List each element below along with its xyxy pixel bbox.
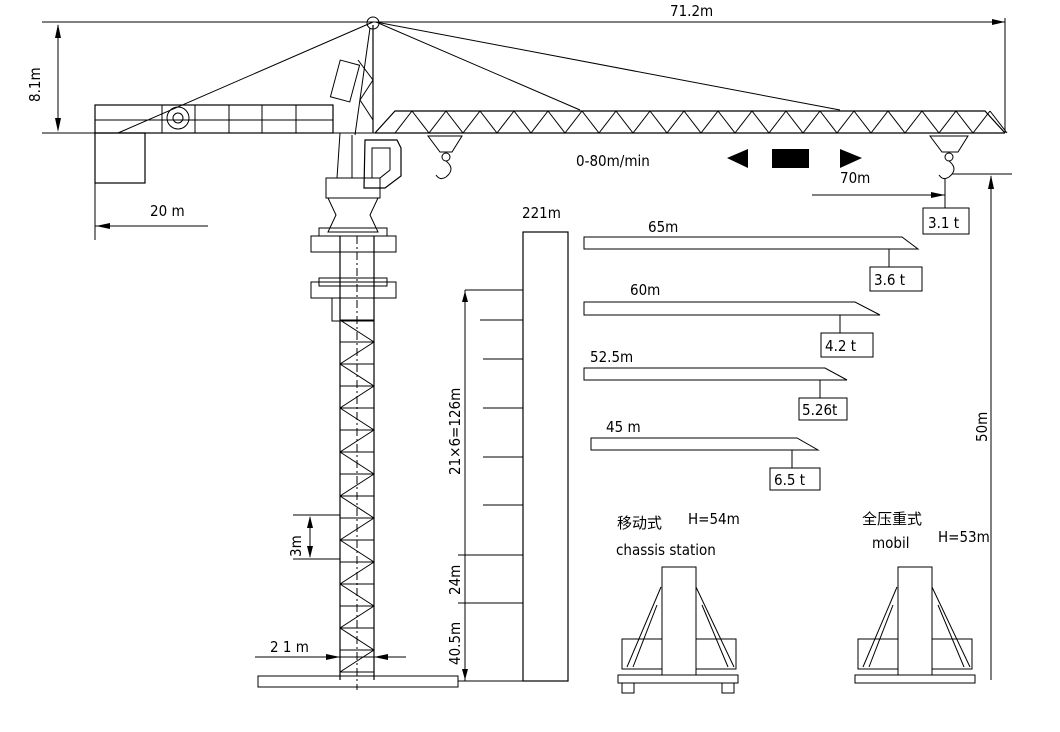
height-dimension [458, 231, 569, 682]
middle-section-label: 24m [446, 565, 464, 595]
truss-member [938, 110, 957, 134]
mast-section-label: 3m [287, 535, 305, 557]
truss-member [955, 110, 974, 134]
truss-member [853, 110, 872, 134]
truss-member [921, 110, 940, 134]
truss-member [339, 495, 375, 519]
truss-member [581, 110, 600, 134]
truss-member [870, 110, 889, 134]
trolley-speed-label: 0-80m/min [576, 152, 650, 170]
radius-65m: 65m [648, 218, 678, 236]
ballast-base [854, 566, 976, 684]
truss-member [339, 605, 375, 629]
base2-height: H=53m [938, 528, 990, 546]
truss-member [989, 110, 1008, 134]
base1-name-en: chassis station [616, 541, 716, 559]
base2-name-en: mobil [872, 534, 909, 552]
truss-member [339, 473, 375, 497]
truss-member [339, 451, 375, 475]
truss-member [615, 110, 634, 134]
truss-member [428, 110, 447, 134]
truss-member [445, 110, 464, 134]
mast-section-dimension [293, 514, 340, 560]
truss-member [339, 539, 375, 563]
radius-45m: 45 m [606, 418, 641, 436]
truss-member [339, 649, 375, 673]
head-height-label: 8.1m [26, 67, 44, 102]
radius-52-5m: 52.5m [590, 348, 633, 366]
radius-60m: 60m [630, 281, 660, 299]
truss-member [339, 319, 375, 343]
total-length-label: 71.2m [670, 2, 713, 20]
arrow-left-icon [727, 149, 748, 168]
foundation-slab [257, 675, 459, 688]
truss-member [649, 110, 668, 134]
truss-member [530, 110, 549, 134]
truss-member [462, 110, 481, 134]
load-70m: 3.1 t [928, 214, 959, 232]
truss-member [564, 110, 583, 134]
truss-member [547, 110, 566, 134]
truss-member [717, 110, 736, 134]
hook-height-label: 50m [973, 412, 991, 442]
base2-name-cn: 全压重式 [862, 510, 922, 528]
truss-member [734, 110, 753, 134]
trolley-icon [772, 149, 809, 168]
truss-member [339, 561, 375, 585]
truss-member [496, 110, 515, 134]
slewing-section [310, 132, 402, 322]
truss-member [802, 110, 821, 134]
truss-member [513, 110, 532, 134]
counter-jib-label: 20 m [150, 202, 185, 220]
upper-sections-label: 21×6=126m [446, 388, 464, 475]
reference-lines [42, 18, 1006, 134]
truss-member [339, 407, 375, 431]
truss-member [632, 110, 651, 134]
truss-member [751, 110, 770, 134]
truss-member [411, 110, 430, 134]
truss-member [598, 110, 617, 134]
trolley-hooks [427, 135, 969, 180]
load-chart: 65m 3.6 t 60m 4.2 t 52.5m 5.26t 45 m 6.5… [583, 218, 923, 491]
truss-member [785, 110, 804, 134]
chassis-base [617, 566, 739, 694]
truss-member [819, 110, 838, 134]
max-height-label: 221m [522, 204, 561, 222]
base-section-label: 40.5m [446, 622, 464, 665]
truss-member [768, 110, 787, 134]
jib-radius-label: 70m [840, 169, 870, 187]
base1-name-cn: 移动式 [617, 514, 662, 532]
tower-head [329, 16, 841, 136]
truss-member [339, 583, 375, 607]
base1-height: H=54m [688, 510, 740, 528]
truss-member [904, 110, 923, 134]
truss-member [339, 517, 375, 541]
arrow-right-icon [840, 149, 862, 168]
load-45m: 6.5 t [774, 471, 805, 489]
truss-member [836, 110, 855, 134]
mast-width-label: 2 1 m [270, 638, 309, 656]
truss-member [394, 110, 413, 134]
tower-mast [339, 236, 375, 690]
jib [374, 110, 1008, 134]
truss-member [339, 341, 375, 365]
truss-member [339, 429, 375, 453]
truss-member [339, 363, 375, 387]
truss-member [339, 385, 375, 409]
truss-member [887, 110, 906, 134]
load-65m: 3.6 t [874, 271, 905, 289]
truss-member [972, 110, 991, 134]
truss-member [683, 110, 702, 134]
truss-member [479, 110, 498, 134]
truss-member [666, 110, 685, 134]
counter-jib [94, 21, 374, 240]
load-60m: 4.2 t [825, 337, 856, 355]
truss-member [339, 627, 375, 651]
truss-member [700, 110, 719, 134]
load-52-5m: 5.26t [802, 401, 837, 419]
counterweight [94, 132, 146, 184]
